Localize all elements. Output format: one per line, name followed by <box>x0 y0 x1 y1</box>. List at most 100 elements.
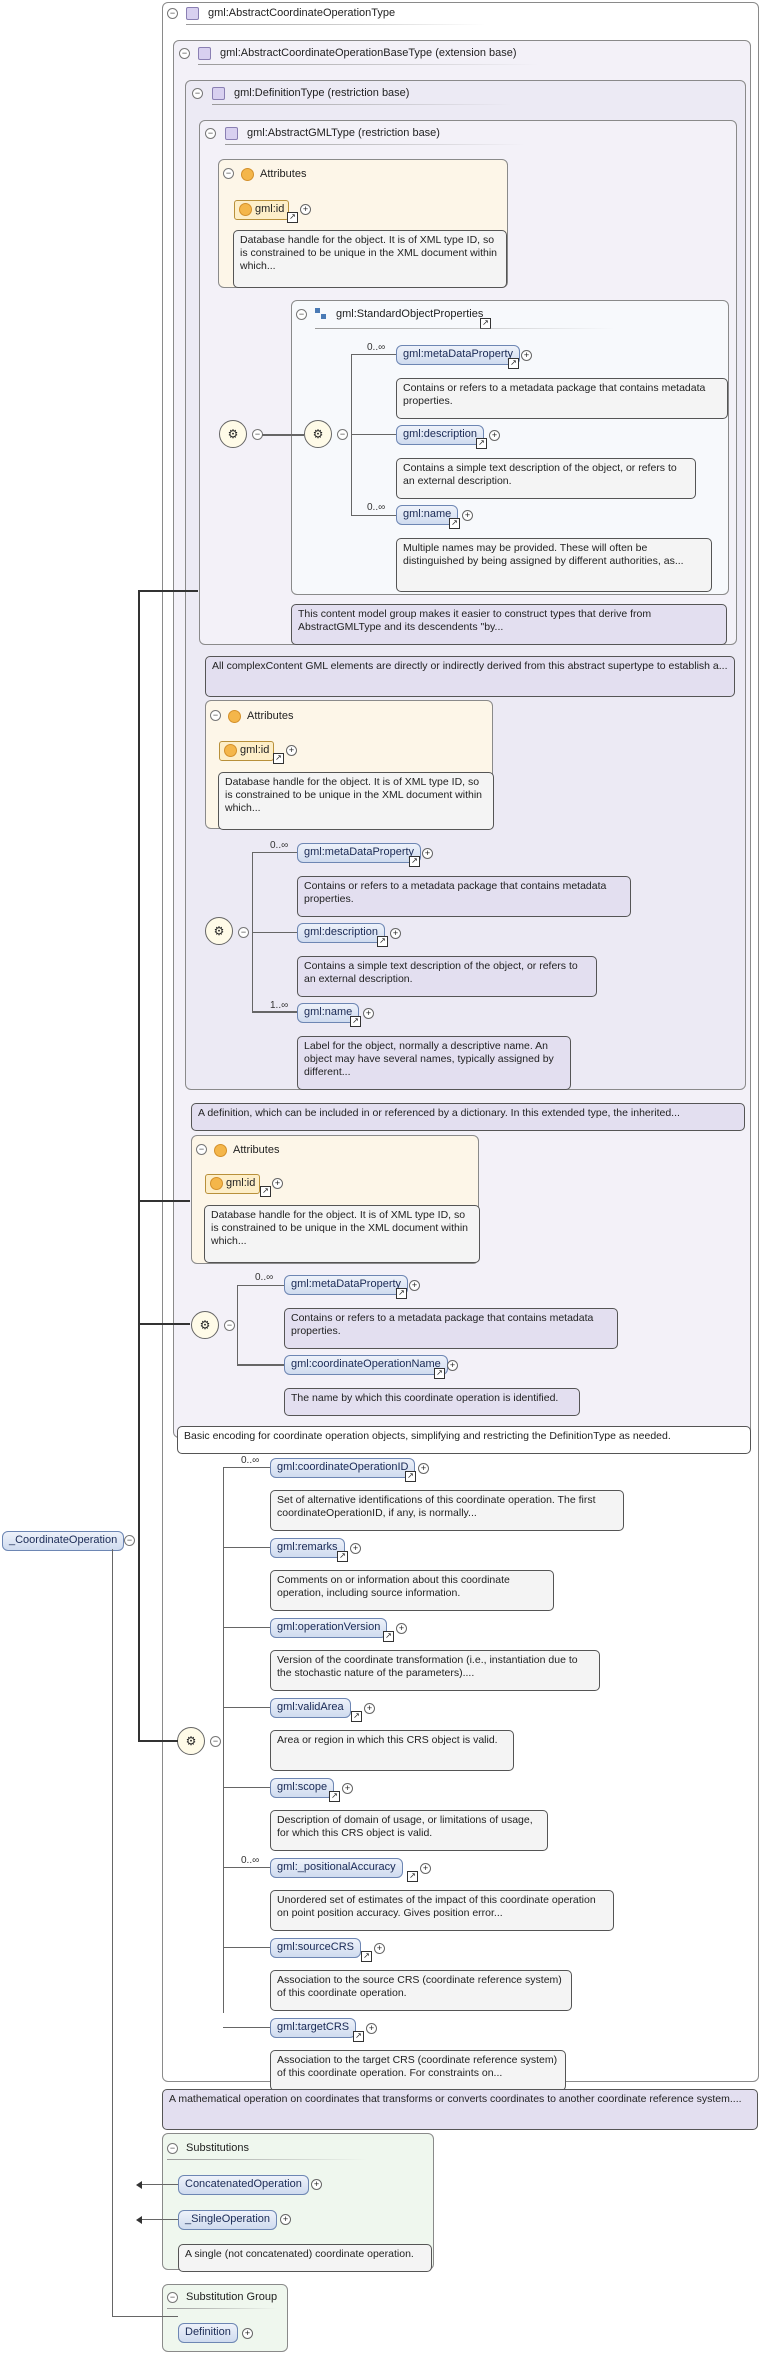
link-arrow-icon[interactable]: ↗ <box>350 1016 361 1027</box>
meta-data-property-element[interactable]: gml:metaDataProperty <box>284 1275 409 1295</box>
sequence-icon: ⚙ <box>191 1311 219 1339</box>
connector-line <box>262 434 304 436</box>
collapse-toggle[interactable]: − <box>179 48 190 59</box>
link-arrow-icon[interactable]: ↗ <box>273 753 284 764</box>
collapse-toggle[interactable]: − <box>210 1736 221 1747</box>
collapse-toggle[interactable]: − <box>192 88 203 99</box>
collapse-toggle[interactable]: − <box>238 927 249 938</box>
name-element[interactable]: gml:name <box>297 1003 360 1023</box>
connector-line <box>223 2027 270 2028</box>
element-doc: Comments on or information about this co… <box>270 1570 554 1611</box>
attributes-icon <box>241 168 254 181</box>
tree-branch <box>138 1740 178 1742</box>
occurrence-label: 0..∞ <box>367 502 386 513</box>
element-doc: Label for the object, normally a descrip… <box>297 1036 571 1090</box>
attribute-name: gml:id <box>255 203 285 215</box>
coordinate-operation-name-element[interactable]: gml:coordinateOperationName <box>284 1355 448 1375</box>
collapse-toggle[interactable]: − <box>223 168 234 179</box>
definition-element[interactable]: Definition <box>178 2323 238 2343</box>
expand-icon[interactable]: + <box>489 430 500 441</box>
meta-data-property-element[interactable]: gml:metaDataProperty <box>396 345 521 365</box>
collapse-toggle[interactable]: − <box>296 309 307 320</box>
single-operation-element[interactable]: _SingleOperation <box>178 2210 278 2230</box>
operation-element[interactable]: gml:scope <box>270 1778 335 1798</box>
operation-element[interactable]: gml:operationVersion <box>270 1618 388 1638</box>
operation-element[interactable]: gml:remarks <box>270 1538 345 1558</box>
type-doc: A mathematical operation on coordinates … <box>162 2089 758 2130</box>
link-arrow-icon[interactable]: ↗ <box>508 358 519 369</box>
collapse-toggle[interactable]: − <box>167 2143 178 2154</box>
operation-element[interactable]: gml:_positionalAccuracy <box>270 1858 403 1878</box>
expand-icon[interactable]: + <box>364 1703 375 1714</box>
connector-line <box>223 1468 224 2013</box>
expand-icon[interactable]: + <box>350 1543 361 1554</box>
collapse-toggle[interactable]: − <box>337 429 348 440</box>
gml-id-attribute[interactable]: gml:id <box>219 741 275 761</box>
gml-id-attribute[interactable]: gml:id <box>234 200 290 220</box>
description-element[interactable]: gml:description <box>396 425 484 445</box>
collapse-toggle[interactable]: − <box>196 1144 207 1155</box>
link-arrow-icon[interactable]: ↗ <box>434 1368 445 1379</box>
sequence-icon: ⚙ <box>304 420 332 448</box>
concatenated-operation-element[interactable]: ConcatenatedOperation <box>178 2175 309 2195</box>
link-arrow-icon[interactable]: ↗ <box>353 2031 364 2042</box>
operation-element[interactable]: gml:validArea <box>270 1698 351 1718</box>
expand-icon[interactable]: + <box>272 1178 283 1189</box>
expand-icon[interactable]: + <box>422 848 433 859</box>
expand-icon[interactable]: + <box>300 204 311 215</box>
operation-element[interactable]: gml:sourceCRS <box>270 1938 362 1958</box>
expand-icon[interactable]: + <box>363 1008 374 1019</box>
tree-trunk <box>138 590 140 1742</box>
link-arrow-icon[interactable]: ↗ <box>260 1186 271 1197</box>
expand-icon[interactable]: + <box>286 745 297 756</box>
link-arrow-icon[interactable]: ↗ <box>337 1551 348 1562</box>
link-arrow-icon[interactable]: ↗ <box>329 1791 340 1802</box>
connector-line <box>223 1787 270 1788</box>
connector-line <box>252 1011 297 1013</box>
collapse-toggle[interactable]: − <box>205 128 216 139</box>
attributes-label: Attributes <box>233 1144 280 1156</box>
expand-icon[interactable]: + <box>409 1280 420 1291</box>
collapse-toggle[interactable]: − <box>124 1535 135 1546</box>
expand-icon[interactable]: + <box>366 2023 377 2034</box>
occurrence-label: 0..∞ <box>241 1855 260 1866</box>
expand-icon[interactable]: + <box>447 1360 458 1371</box>
expand-icon[interactable]: + <box>390 928 401 939</box>
link-arrow-icon[interactable]: ↗ <box>409 856 420 867</box>
expand-icon[interactable]: + <box>396 1623 407 1634</box>
link-arrow-icon[interactable]: ↗ <box>476 438 487 449</box>
link-arrow-icon[interactable]: ↗ <box>287 212 298 223</box>
expand-icon[interactable]: + <box>462 510 473 521</box>
expand-icon[interactable]: + <box>342 1783 353 1794</box>
link-arrow-icon[interactable]: ↗ <box>383 1631 394 1642</box>
meta-data-property-element[interactable]: gml:metaDataProperty <box>297 843 422 863</box>
link-arrow-icon[interactable]: ↗ <box>405 1471 416 1482</box>
link-arrow-icon[interactable]: ↗ <box>396 1288 407 1299</box>
element-doc: Association to the source CRS (coordinat… <box>270 1970 572 2011</box>
collapse-toggle[interactable]: − <box>210 710 221 721</box>
link-arrow-icon[interactable]: ↗ <box>377 936 388 947</box>
operation-element[interactable]: gml:coordinateOperationID <box>270 1458 416 1478</box>
attribute-name: gml:id <box>240 744 270 756</box>
expand-icon[interactable]: + <box>418 1463 429 1474</box>
complex-type-icon <box>198 47 211 60</box>
link-arrow-icon[interactable]: ↗ <box>351 1711 362 1722</box>
expand-icon[interactable]: + <box>521 350 532 361</box>
expand-icon[interactable]: + <box>242 2328 253 2339</box>
gml-id-attribute[interactable]: gml:id <box>205 1174 261 1194</box>
link-arrow-icon[interactable]: ↗ <box>407 1871 418 1882</box>
arrow-left-icon <box>136 2181 142 2189</box>
collapse-toggle[interactable]: − <box>224 1320 235 1331</box>
expand-icon[interactable]: + <box>280 2214 291 2225</box>
description-element[interactable]: gml:description <box>297 923 385 943</box>
link-arrow-icon[interactable]: ↗ <box>449 518 460 529</box>
root-element[interactable]: _CoordinateOperation <box>2 1531 125 1551</box>
name-element[interactable]: gml:name <box>396 505 459 525</box>
collapse-toggle[interactable]: − <box>167 2292 178 2303</box>
link-arrow-icon[interactable]: ↗ <box>361 1951 372 1962</box>
expand-icon[interactable]: + <box>374 1943 385 1954</box>
expand-icon[interactable]: + <box>311 2179 322 2190</box>
collapse-toggle[interactable]: − <box>167 8 178 19</box>
expand-icon[interactable]: + <box>420 1863 431 1874</box>
operation-element[interactable]: gml:targetCRS <box>270 2018 357 2038</box>
